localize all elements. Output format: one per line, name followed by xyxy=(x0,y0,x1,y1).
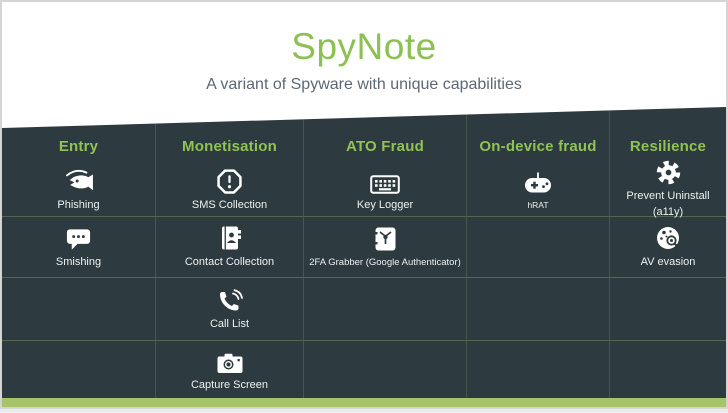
cell-label: 2FA Grabber (Google Authenticator) xyxy=(309,257,461,269)
cell-call-list: Call List xyxy=(156,278,304,341)
cell-empty xyxy=(467,278,610,341)
cell-phishing: Phishing xyxy=(2,163,156,217)
cell-smishing: Smishing xyxy=(2,217,156,278)
cell-contact-collection: Contact Collection xyxy=(156,217,304,278)
warning-octagon-icon xyxy=(217,167,242,194)
slide-title: SpyNote xyxy=(291,26,437,67)
cell-empty xyxy=(304,278,467,341)
cell-label: Phishing xyxy=(57,198,100,211)
slide-subtitle: A variant of Spyware with unique capabil… xyxy=(206,76,522,93)
cell-empty xyxy=(304,341,467,398)
authenticator-app-icon xyxy=(372,225,398,252)
cell-label: Key Logger xyxy=(356,198,414,211)
cell-capture-screen: Capture Screen xyxy=(156,341,304,398)
footer-accent-bar xyxy=(2,398,726,407)
cell-2fa-grabber: 2FA Grabber (Google Authenticator) xyxy=(304,217,467,278)
column-header-resilience: Resilience xyxy=(610,107,726,163)
av-evasion-icon xyxy=(655,224,681,251)
column-header-label: ATO Fraud xyxy=(346,138,424,155)
cell-sms-collection: SMS Collection xyxy=(156,163,304,217)
column-header-ato-fraud: ATO Fraud xyxy=(304,107,467,163)
cell-empty xyxy=(467,217,610,278)
column-header-label: On-device fraud xyxy=(479,138,597,155)
cell-key-logger: Key Logger xyxy=(304,163,467,217)
gear-icon xyxy=(656,160,681,185)
column-header-entry: Entry xyxy=(2,107,156,163)
column-header-label: Resilience xyxy=(629,138,707,155)
gamepad-icon xyxy=(523,168,553,195)
cell-label: SMS Collection xyxy=(191,198,268,211)
cell-empty xyxy=(610,278,726,341)
capability-table: Entry Monetisation ATO Fraud On-device f… xyxy=(2,107,726,398)
cell-label: Smishing xyxy=(55,256,102,269)
column-header-monetisation: Monetisation xyxy=(156,107,304,163)
cell-sublabel: (a11y) xyxy=(652,205,684,218)
cell-label: Prevent Uninstall xyxy=(626,189,710,202)
capability-grid: Entry Monetisation ATO Fraud On-device f… xyxy=(2,107,726,398)
cell-empty xyxy=(2,341,156,398)
fish-hook-icon xyxy=(63,167,95,194)
phone-call-icon xyxy=(217,286,243,313)
cell-empty xyxy=(2,278,156,341)
column-header-on-device-fraud: On-device fraud xyxy=(467,107,610,163)
column-header-label: Monetisation xyxy=(182,138,277,155)
cell-av-evasion: AV evasion xyxy=(610,217,726,278)
column-header-label: Entry xyxy=(58,138,99,155)
cell-prevent-uninstall: Prevent Uninstall (a11y) xyxy=(610,160,726,218)
cell-label: Call List xyxy=(209,318,250,331)
cell-hrat: hRAT xyxy=(467,163,610,217)
camera-icon xyxy=(216,347,244,374)
address-book-icon xyxy=(217,224,243,251)
cell-empty xyxy=(467,341,610,398)
cell-label: Capture Screen xyxy=(190,378,269,391)
cell-empty xyxy=(610,341,726,398)
keyboard-icon xyxy=(370,167,400,194)
cell-label: AV evasion xyxy=(640,256,696,269)
cell-label: hRAT xyxy=(527,200,549,211)
chat-bubble-icon xyxy=(65,224,92,251)
cell-label: Contact Collection xyxy=(184,256,275,269)
